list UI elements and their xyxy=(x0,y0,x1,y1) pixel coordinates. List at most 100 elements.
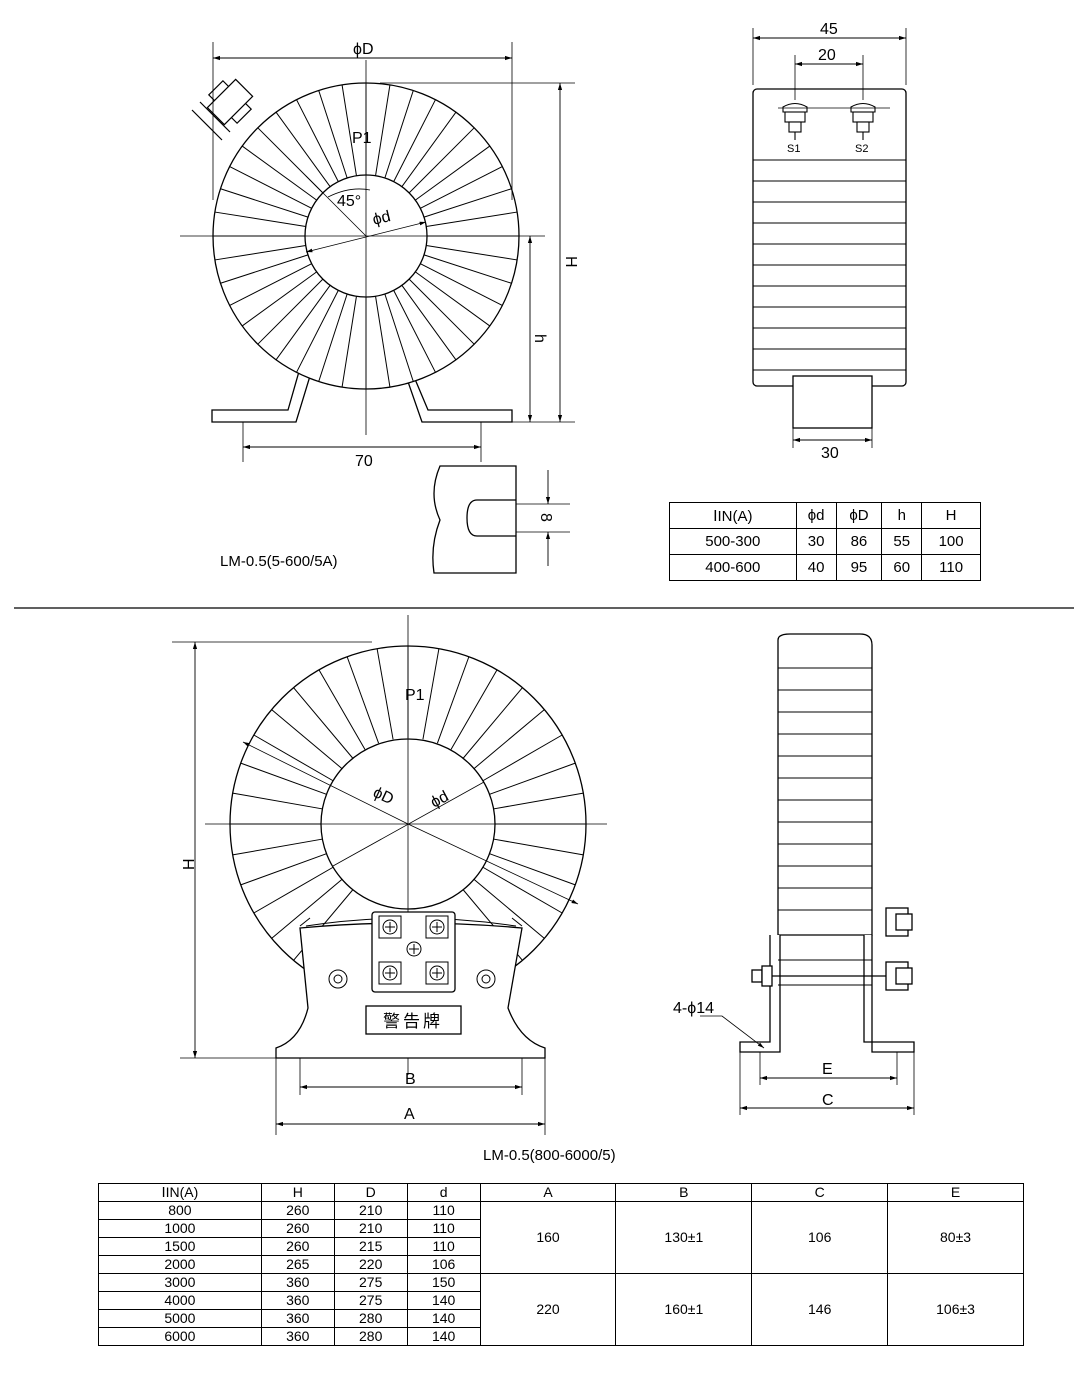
dim-30-side: 30 xyxy=(821,445,839,462)
table-cell: 280 xyxy=(333,1327,408,1346)
table-cell: 215 xyxy=(333,1237,408,1256)
caption-bottom: LM-0.5(800-6000/5) xyxy=(483,1147,616,1164)
dim-phid-top: ϕd xyxy=(371,208,392,229)
table-cell: 6000 xyxy=(98,1327,262,1346)
table-header-row: ⅠIN(A) ϕd ϕD h H xyxy=(669,502,981,529)
table-cell: 100 xyxy=(921,528,981,555)
table-cell: 4000 xyxy=(98,1291,262,1310)
table-cell: 400-600 xyxy=(669,554,797,581)
table-cell: 110 xyxy=(406,1219,481,1238)
dim-H-bottom: H xyxy=(181,858,198,870)
table-cell-E-group2: 106±3 xyxy=(887,1273,1024,1346)
table-cell: 60 xyxy=(881,554,923,581)
top-side-view xyxy=(752,28,907,448)
header-cell: C xyxy=(751,1183,889,1202)
table-cell: 800 xyxy=(98,1201,262,1220)
dim-phiD-top: ϕD xyxy=(353,41,374,58)
table-cell: 3000 xyxy=(98,1273,262,1292)
table-cell: 360 xyxy=(260,1309,335,1328)
table-cell-C-group1: 106 xyxy=(751,1201,889,1274)
label-S1: S1 xyxy=(787,143,800,155)
table-cell: 110 xyxy=(921,554,981,581)
table-cell: 110 xyxy=(406,1201,481,1220)
table-cell: 110 xyxy=(406,1237,481,1256)
table-row: 500-300 30 86 55 100 xyxy=(669,528,981,555)
top-front-view xyxy=(180,42,575,462)
table-cell-C-group2: 146 xyxy=(751,1273,889,1346)
table-cell: 260 xyxy=(260,1219,335,1238)
header-cell: H xyxy=(921,502,981,529)
terminal-screws xyxy=(328,915,496,989)
table-row: 6000 360 280 140 xyxy=(98,1327,1024,1346)
table-cell: 210 xyxy=(333,1201,408,1220)
warning-plate-label: 警告牌 xyxy=(383,1012,443,1032)
table-cell: 360 xyxy=(260,1291,335,1310)
table-cell: 5000 xyxy=(98,1309,262,1328)
spec-table-large: ⅠIN(A) H D d A B C E 800 260 210 110 160… xyxy=(98,1183,1024,1346)
table-row: 1000 260 210 110 xyxy=(98,1219,1024,1238)
table-cell: 275 xyxy=(333,1273,408,1292)
header-cell: E xyxy=(887,1183,1024,1202)
dim-8: 8 xyxy=(537,513,554,522)
bottom-front-view xyxy=(172,615,607,1135)
table-cell: 140 xyxy=(406,1327,481,1346)
table-cell-B-group2: 160±1 xyxy=(615,1273,753,1346)
table-cell: 106 xyxy=(406,1255,481,1274)
dim-h-top: h xyxy=(531,334,548,343)
table-cell: 95 xyxy=(835,554,883,581)
dim-20-side: 20 xyxy=(818,47,836,64)
table-cell: 140 xyxy=(406,1309,481,1328)
table-cell-A-group1: 160 xyxy=(479,1201,617,1274)
table-cell: 1000 xyxy=(98,1219,262,1238)
table-row: 800 260 210 110 160 130±1 106 80±3 xyxy=(98,1201,1024,1274)
table-row: 3000 360 275 150 220 160±1 146 106±3 xyxy=(98,1273,1024,1346)
table-cell: 220 xyxy=(333,1255,408,1274)
table-cell: 275 xyxy=(333,1291,408,1310)
table-cell: 500-300 xyxy=(669,528,797,555)
table-cell: 150 xyxy=(406,1273,481,1292)
table-cell: 1500 xyxy=(98,1237,262,1256)
table-cell-A-group2: 220 xyxy=(479,1273,617,1346)
dim-B: B xyxy=(405,1071,416,1088)
table-cell: 2000 xyxy=(98,1255,262,1274)
dim-phid-bottom: ϕd xyxy=(428,788,452,811)
dim-70: 70 xyxy=(355,453,373,470)
table-row: 4000 360 275 140 xyxy=(98,1291,1024,1310)
dim-C: C xyxy=(822,1092,834,1109)
dim-H-top: H xyxy=(562,256,579,268)
label-4-holes: 4-ϕ14 xyxy=(673,1000,714,1017)
table-cell: 260 xyxy=(260,1237,335,1256)
table-cell: 360 xyxy=(260,1273,335,1292)
header-cell: ϕd xyxy=(795,502,837,529)
table-cell: 55 xyxy=(881,528,923,555)
table-cell: 210 xyxy=(333,1219,408,1238)
table-header-row: ⅠIN(A) H D d A B C E xyxy=(98,1183,1024,1202)
table-cell: 86 xyxy=(835,528,883,555)
header-cell: ⅠIN(A) xyxy=(669,502,797,529)
table-cell-B-group1: 130±1 xyxy=(615,1201,753,1274)
table-cell: 30 xyxy=(795,528,837,555)
header-cell: d xyxy=(406,1183,481,1202)
header-cell: H xyxy=(260,1183,335,1202)
terminal-post xyxy=(191,78,254,141)
table-cell-E-group1: 80±3 xyxy=(887,1201,1024,1274)
spec-table-small: ⅠIN(A) ϕd ϕD h H 500-300 30 86 55 100 40… xyxy=(669,502,981,581)
bottom-side-view xyxy=(700,633,915,1115)
table-cell: 265 xyxy=(260,1255,335,1274)
header-cell: h xyxy=(881,502,923,529)
table-cell: 280 xyxy=(333,1309,408,1328)
slot-detail xyxy=(432,465,570,574)
table-cell: 140 xyxy=(406,1291,481,1310)
header-cell: A xyxy=(479,1183,617,1202)
table-row: 400-600 40 95 60 110 xyxy=(669,554,981,581)
header-cell: ϕD xyxy=(835,502,883,529)
table-cell: 360 xyxy=(260,1327,335,1346)
caption-top: LM-0.5(5-600/5A) xyxy=(220,553,338,570)
header-cell: ⅠIN(A) xyxy=(98,1183,262,1202)
label-P1-top: P1 xyxy=(352,130,372,147)
dim-E: E xyxy=(822,1061,833,1078)
header-cell: D xyxy=(333,1183,408,1202)
header-cell: B xyxy=(615,1183,753,1202)
label-S2: S2 xyxy=(855,143,868,155)
